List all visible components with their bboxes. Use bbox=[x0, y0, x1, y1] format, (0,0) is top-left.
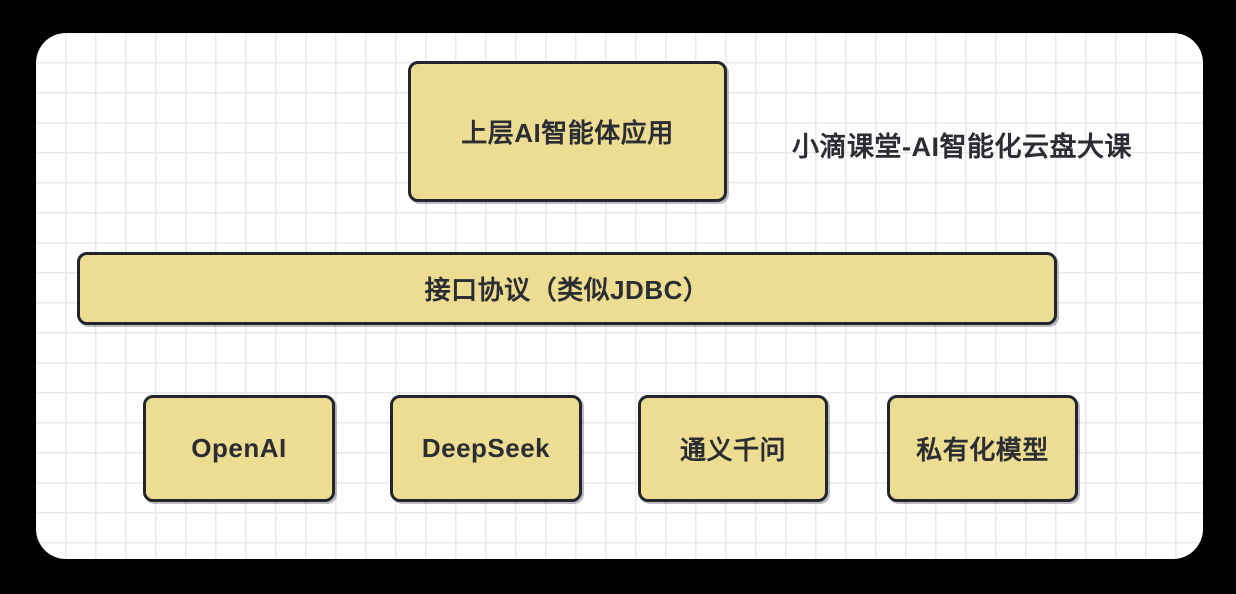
diagram-canvas: 上层AI智能体应用 小滴课堂-AI智能化云盘大课 接口协议（类似JDBC） Op… bbox=[36, 33, 1203, 559]
node-private-model-label: 私有化模型 bbox=[916, 435, 1049, 465]
node-openai: OpenAI bbox=[143, 395, 335, 502]
node-interface-protocol-label: 接口协议（类似JDBC） bbox=[424, 275, 710, 305]
node-ai-app-label: 上层AI智能体应用 bbox=[461, 118, 674, 148]
node-deepseek-label: DeepSeek bbox=[421, 433, 551, 463]
node-private-model: 私有化模型 bbox=[887, 395, 1078, 502]
node-interface-protocol: 接口协议（类似JDBC） bbox=[77, 252, 1057, 325]
node-deepseek: DeepSeek bbox=[390, 395, 582, 502]
node-openai-label: OpenAI bbox=[191, 433, 287, 463]
course-watermark-text: 小滴课堂-AI智能化云盘大课 bbox=[792, 131, 1132, 162]
course-watermark: 小滴课堂-AI智能化云盘大课 bbox=[732, 122, 1192, 166]
node-ai-app: 上层AI智能体应用 bbox=[408, 61, 727, 202]
node-qwen-label: 通义千问 bbox=[679, 435, 786, 465]
node-qwen: 通义千问 bbox=[638, 395, 828, 502]
